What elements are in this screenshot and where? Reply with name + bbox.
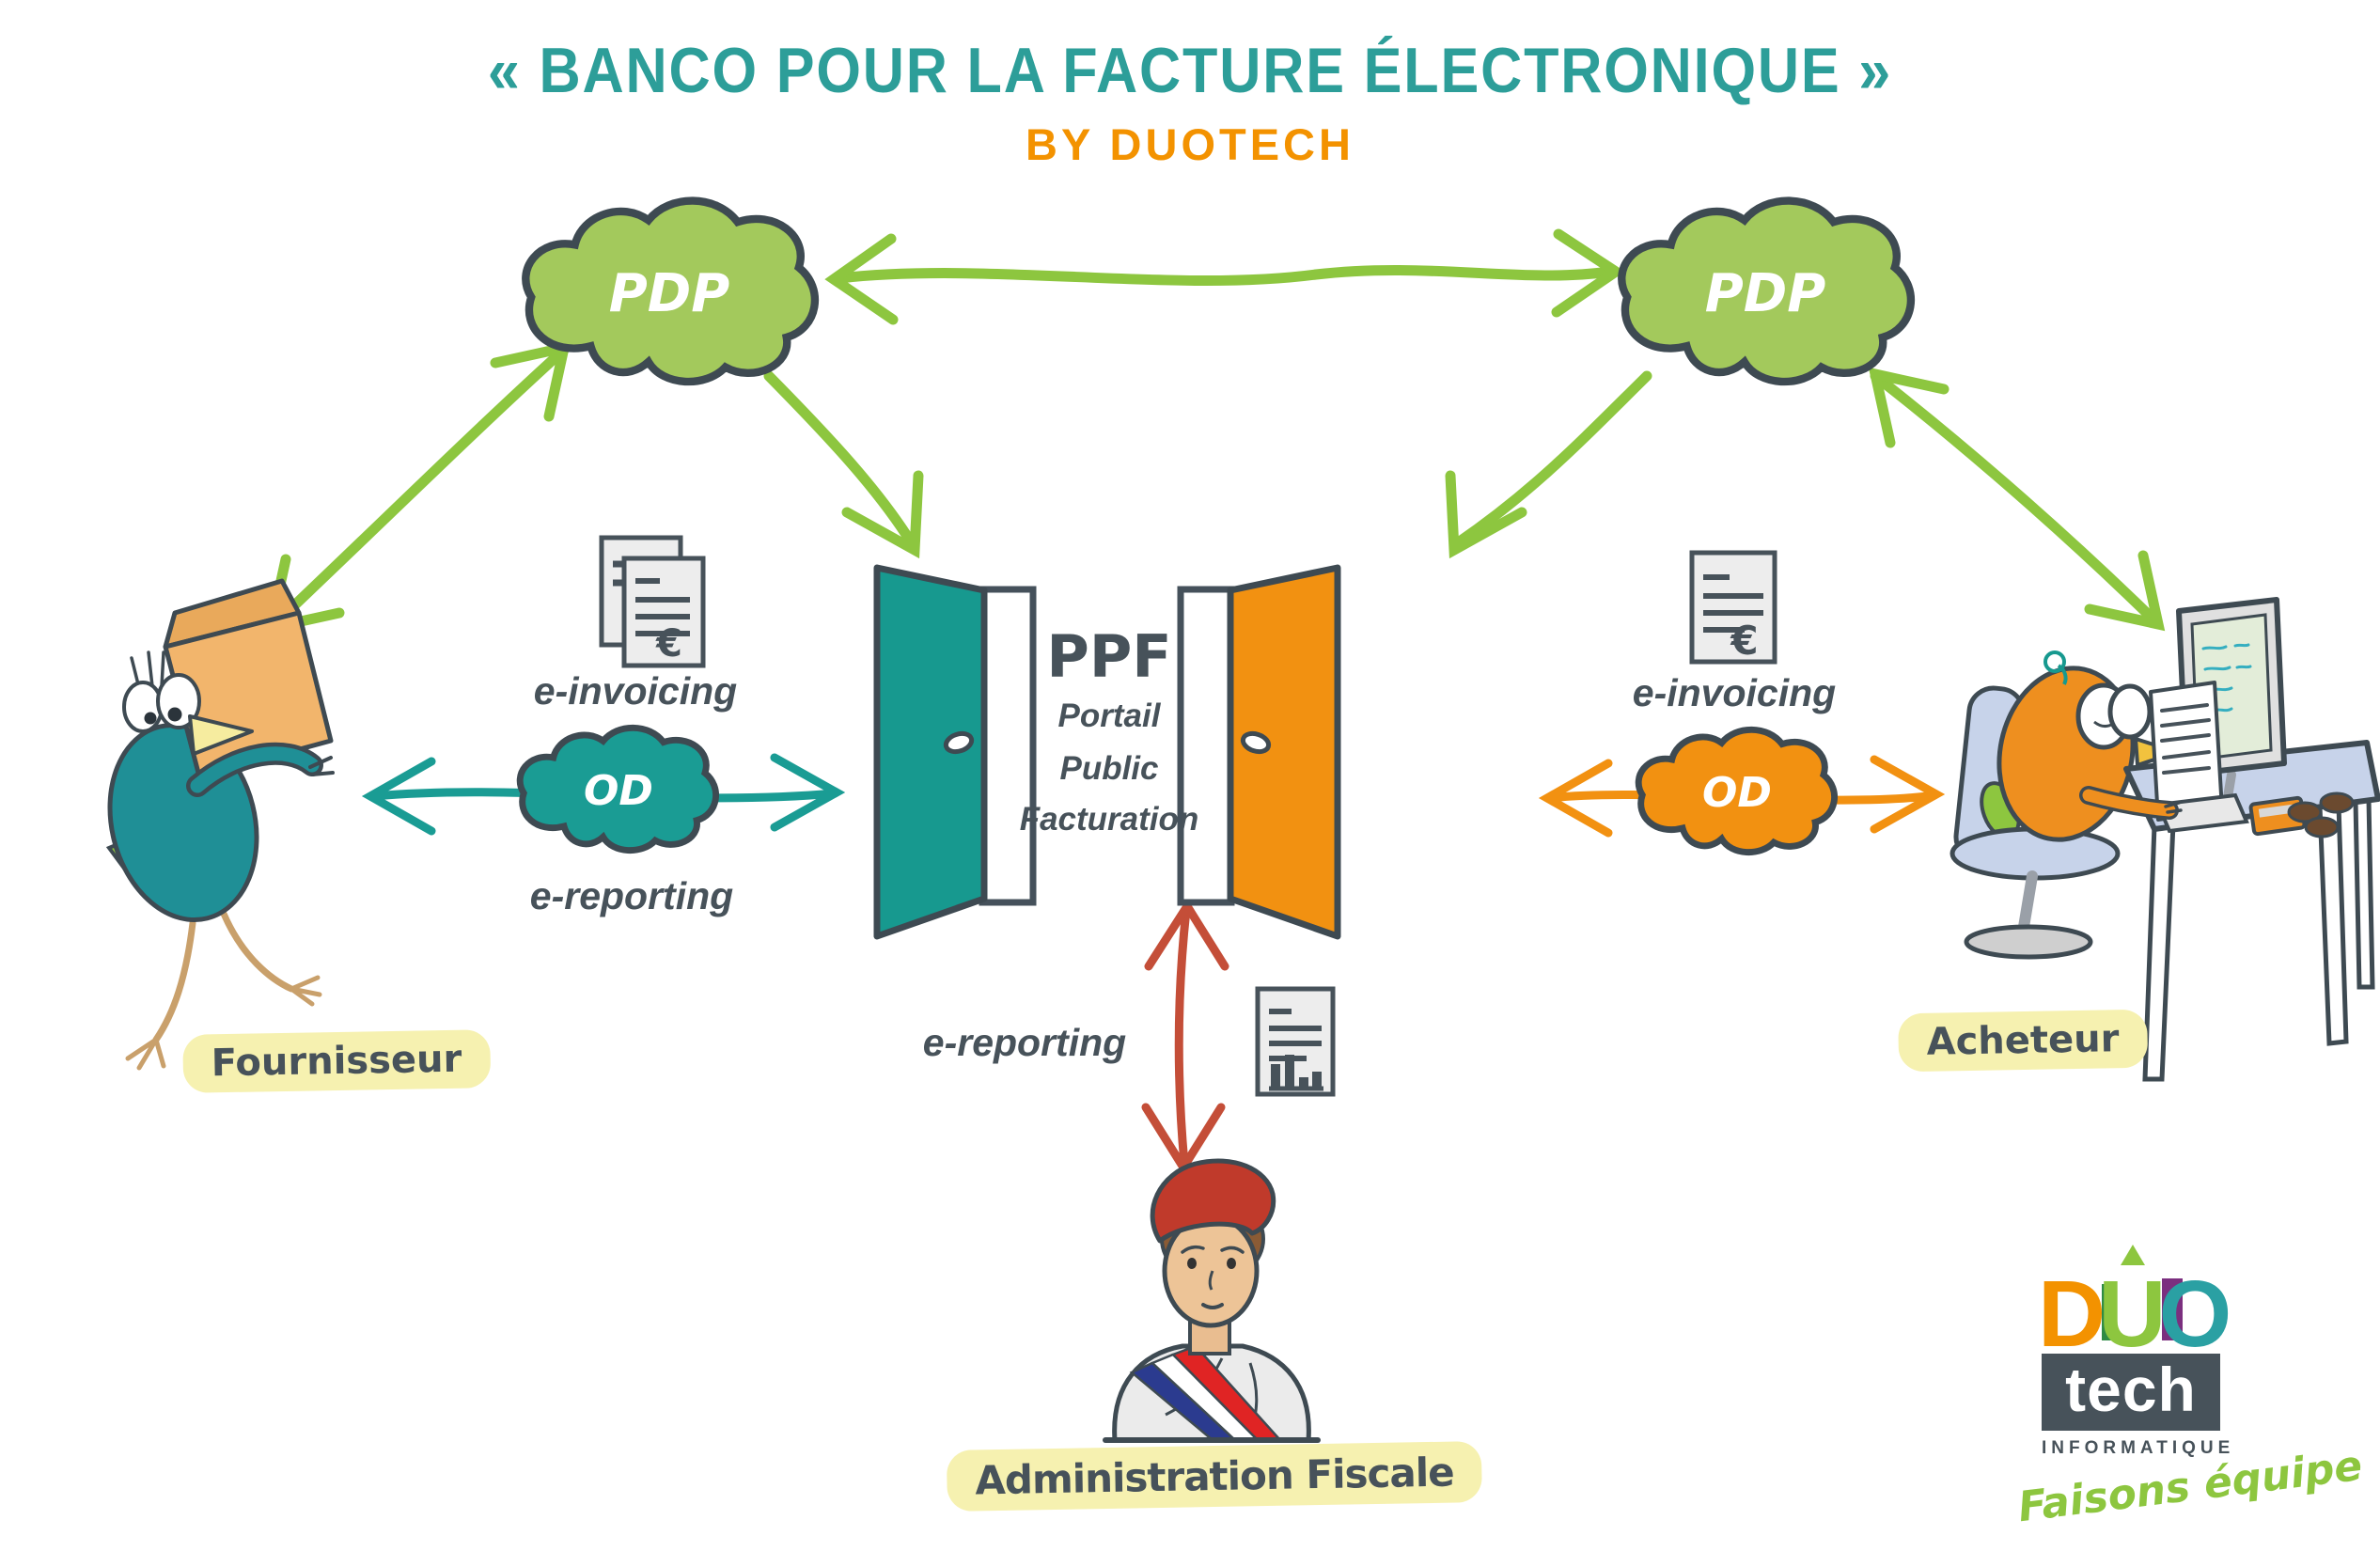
page-subtitle: BY DUOTECH xyxy=(1026,119,1354,169)
arrow-supplier-pdp xyxy=(263,340,572,635)
logo-informatique-text: INFORMATIQUE xyxy=(2042,1438,2235,1458)
page-title: « BANCO POUR LA FACTURE ÉLECTRONIQUE » xyxy=(410,34,1970,107)
buyer-character-scene xyxy=(1949,597,2380,1082)
buyer-label: Acheteur xyxy=(1898,1009,2148,1073)
door-frame-right xyxy=(1177,586,1235,906)
logo-tech-text: tech xyxy=(2065,1355,2197,1424)
page-title-text: « BANCO POUR LA FACTURE ÉLECTRONIQUE » xyxy=(487,35,1893,106)
invoice-document-icon: € xyxy=(1689,550,1777,665)
tax-admin-character xyxy=(1103,1158,1321,1443)
ppf-door-left xyxy=(873,564,1037,940)
door-panel-orange xyxy=(1227,564,1341,940)
logo-tech-block: tech xyxy=(2042,1354,2220,1431)
arrow-pdp-buyer xyxy=(1868,367,2166,632)
od-left-label: OD xyxy=(584,767,653,815)
arrow-ppf-tax-admin xyxy=(1141,898,1229,1176)
ppf-door-right xyxy=(1177,564,1341,940)
ppf-acronym: PPF xyxy=(1046,622,1172,691)
pdp-left-label: PDP xyxy=(608,263,730,324)
door-handle-icon xyxy=(943,730,975,755)
door-handle-icon xyxy=(1240,730,1272,755)
e-invoicing-left-label: e-invoicing xyxy=(533,669,738,713)
e-reporting-left-label: e-reporting xyxy=(529,874,734,917)
report-document-icon xyxy=(1255,986,1336,1097)
door-panel-teal xyxy=(873,564,988,940)
supplier-label: Fournisseur xyxy=(182,1029,491,1093)
arrow-pdpright-ppf xyxy=(1445,370,1652,559)
logo-duo-wordmark: DUO xyxy=(2038,1267,2231,1361)
logo-accent-triangle-icon xyxy=(2121,1245,2145,1265)
euro-icon: € xyxy=(1730,618,1758,664)
logo-overlap-green xyxy=(2102,1284,2117,1340)
logo-letter-o: O xyxy=(2158,1261,2231,1367)
logo-overlap-purple xyxy=(2162,1278,2183,1340)
ppf-line-facturation: Facturation xyxy=(1019,801,1199,838)
e-reporting-center-label: e-reporting xyxy=(922,1021,1127,1064)
od-right-label: OD xyxy=(1702,769,1772,817)
logo-letter-u: U xyxy=(2098,1261,2166,1367)
tax-admin-label: Administration Fiscale xyxy=(946,1441,1483,1512)
door-frame-left xyxy=(979,586,1037,906)
ppf-line-public: Public xyxy=(1059,750,1159,787)
ppf-line-portail: Portail xyxy=(1057,697,1161,734)
supplier-character xyxy=(105,578,335,1071)
arrow-pdpleft-ppf xyxy=(763,370,924,559)
logo-letter-d: D xyxy=(2038,1261,2106,1367)
arrow-pdp-to-pdp xyxy=(824,228,1625,325)
e-invoicing-right-label: e-invoicing xyxy=(1632,671,1837,714)
euro-icon: € xyxy=(655,622,682,666)
invoice-documents-icon: € xyxy=(599,535,706,668)
pdp-right-label: PDP xyxy=(1704,263,1826,324)
